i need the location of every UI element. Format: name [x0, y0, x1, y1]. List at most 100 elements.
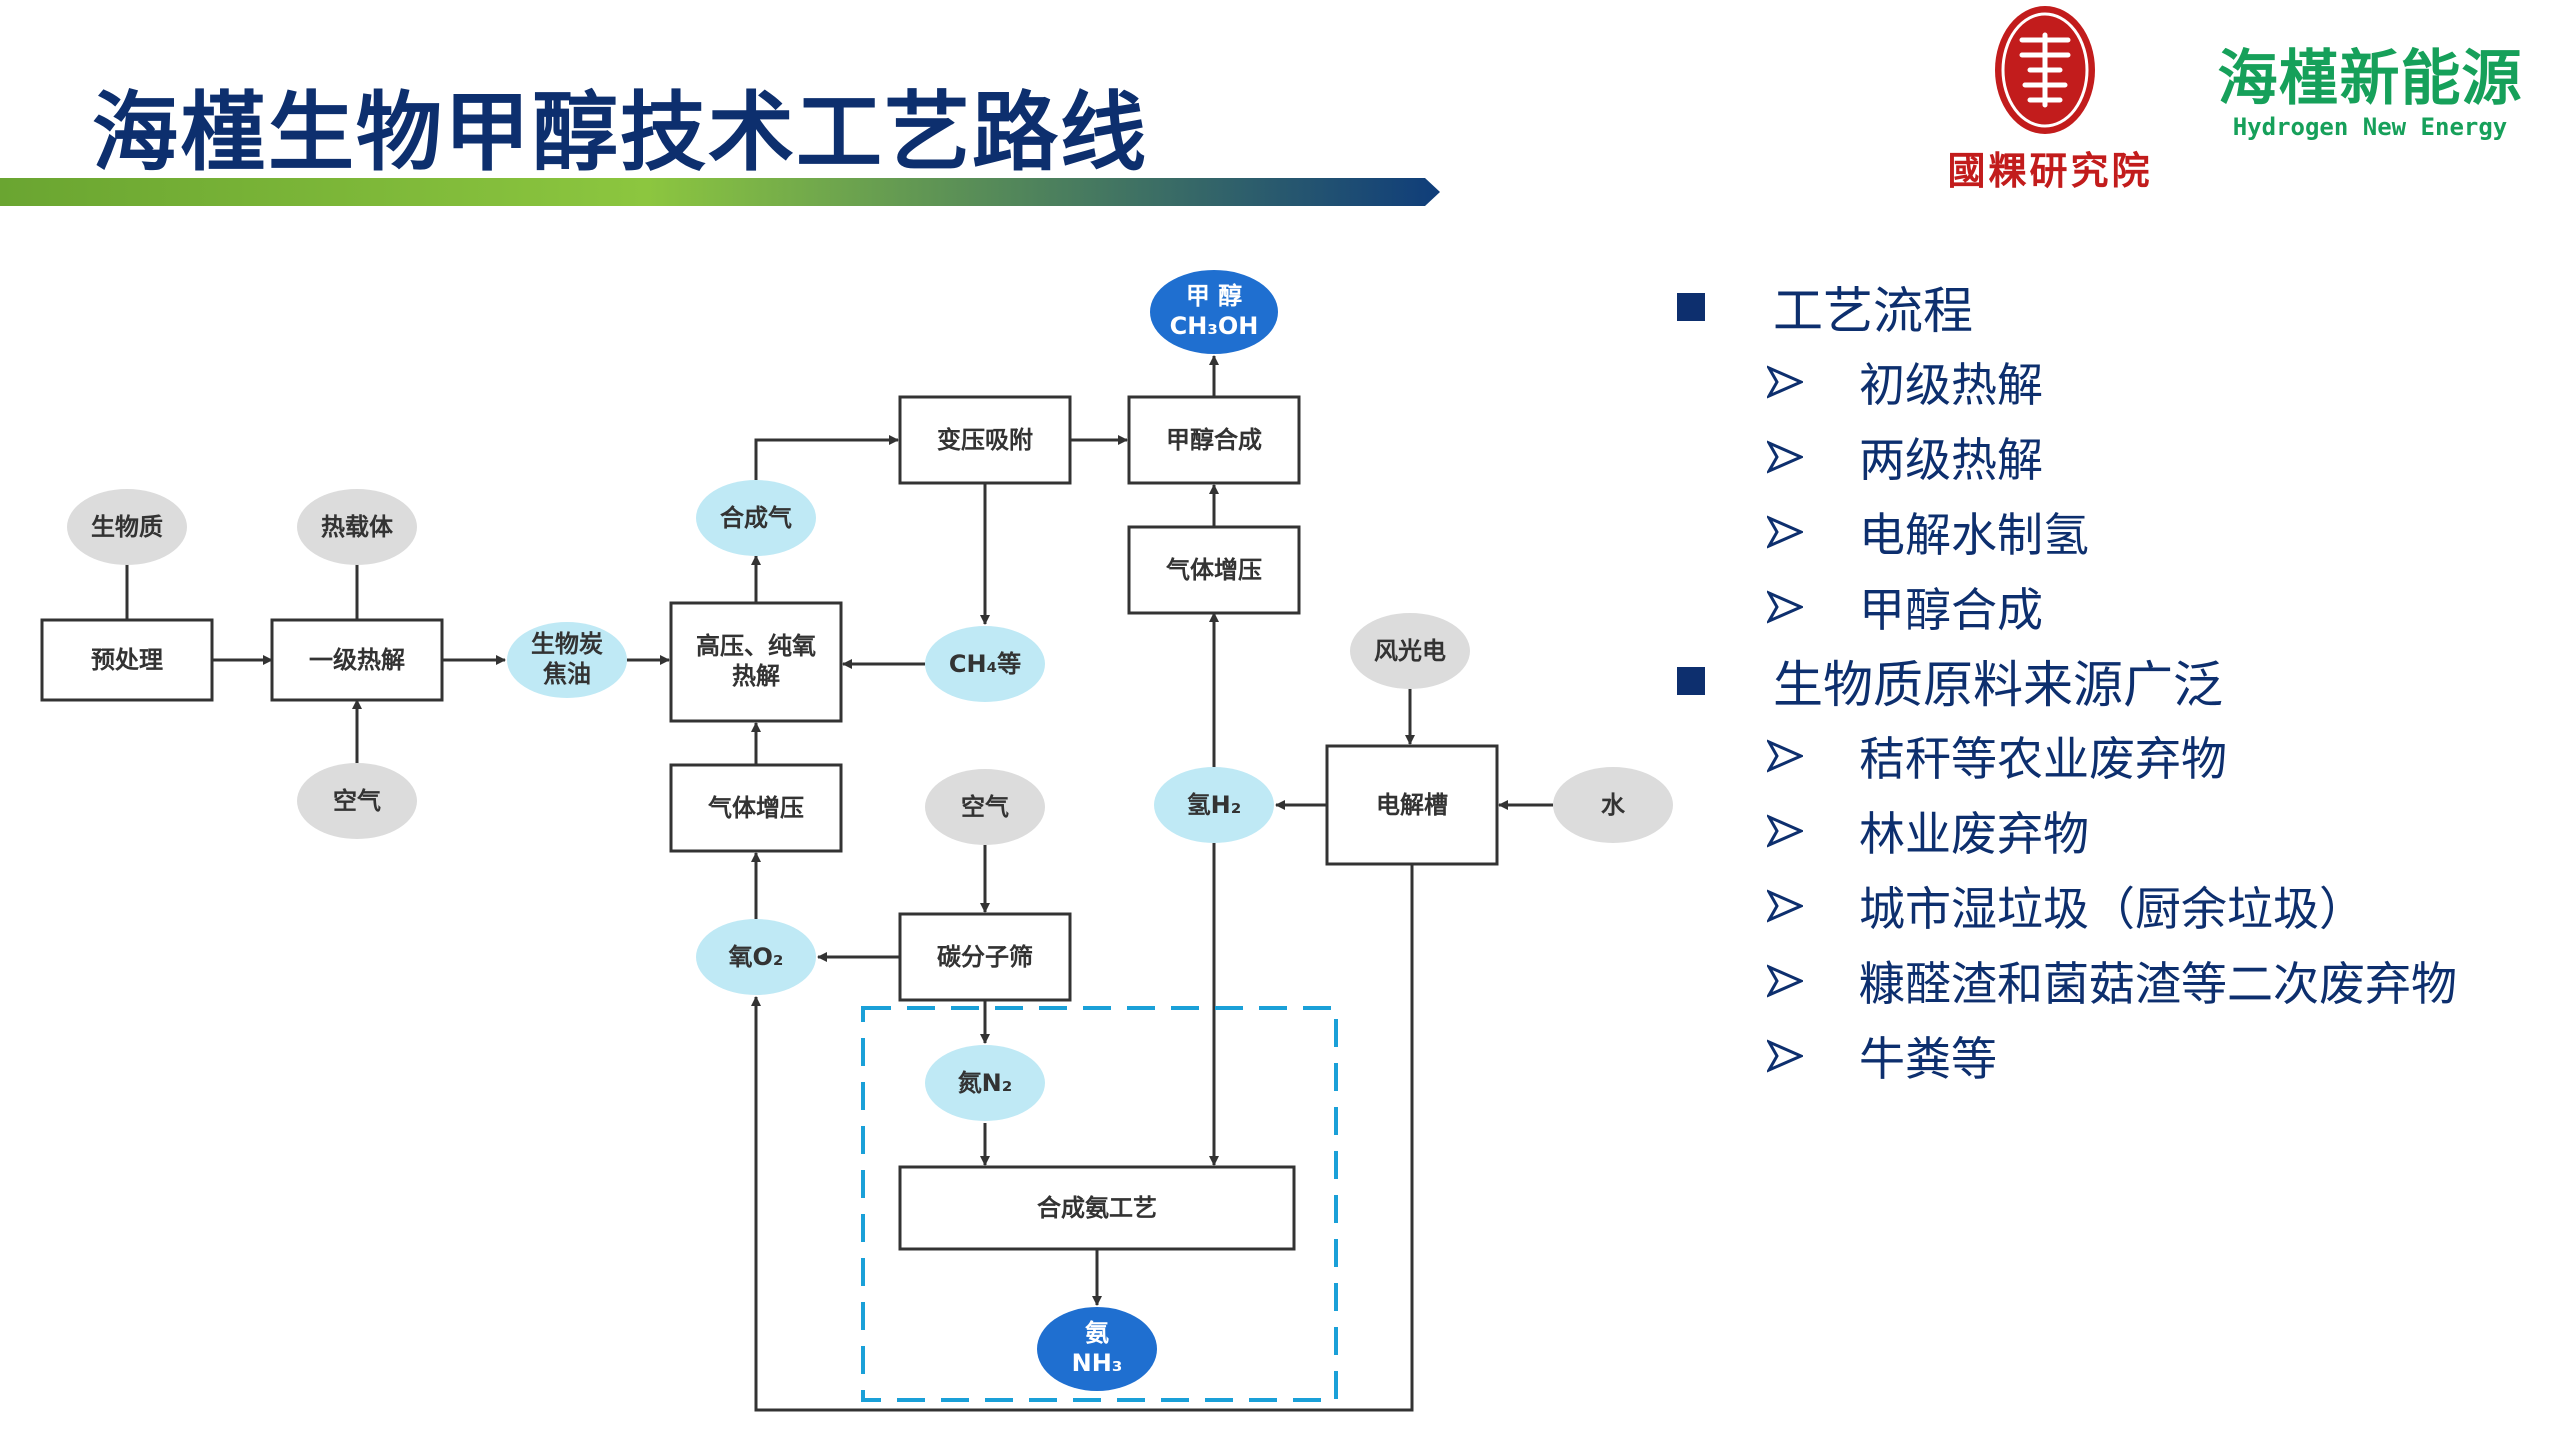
brand-name-cn: 海槿新能源	[2217, 44, 2523, 114]
node-label: 气体增压	[707, 794, 804, 822]
node-label: 生物炭	[531, 630, 603, 658]
node-wind-solar: 风光电	[1350, 613, 1470, 689]
node-label: 氧O₂	[729, 943, 784, 971]
node-shape	[1127, 395, 1301, 485]
node-shape	[1154, 767, 1274, 843]
ammonia-synthesis-group-border	[861, 1006, 1338, 1402]
bullet-list: 工艺流程初级热解两级热解电解水制氢甲醇合成生物质原料来源广泛秸秆等农业废弃物林业…	[1665, 270, 2545, 1093]
node-label: 变压吸附	[937, 426, 1033, 454]
bullet-text: 甲醇合成	[1859, 582, 2043, 637]
flow-arrow	[751, 864, 1414, 1412]
node-label: 合成氨工艺	[1037, 1194, 1157, 1222]
node-shape	[297, 489, 417, 565]
node-water: 水	[1553, 767, 1673, 843]
node-shape	[898, 1165, 1296, 1251]
node-heat-carrier: 热载体	[297, 489, 417, 565]
node-shape	[1553, 767, 1673, 843]
node-shape	[669, 601, 843, 723]
node-shape	[270, 618, 444, 702]
arrowhead-bullet-icon	[1767, 589, 1803, 624]
arrowhead-bullet-icon	[1767, 888, 1803, 923]
node-o2: 氧O₂	[696, 919, 816, 995]
node-comp-r: 气体增压	[1127, 525, 1301, 615]
bullet-text: 城市湿垃圾（厨余垃圾）	[1859, 881, 2365, 936]
node-air1: 空气	[297, 763, 417, 839]
node-syngas: 合成气	[696, 480, 816, 556]
bullet-item: 牛粪等	[1665, 1018, 2545, 1093]
square-bullet-icon	[1677, 667, 1705, 695]
node-cms: 碳分子筛	[898, 912, 1072, 1002]
node-label: 氮N₂	[958, 1069, 1013, 1097]
node-label: NH₃	[1072, 1349, 1123, 1377]
bullet-item: 林业废弃物	[1665, 793, 2545, 868]
node-shape	[297, 763, 417, 839]
node-shape	[898, 912, 1072, 1002]
node-label: 电解槽	[1376, 791, 1448, 819]
node-label: 甲 醇	[1186, 282, 1242, 310]
node-label: 焦油	[543, 660, 591, 688]
bullet-heading: 生物质原料来源广泛	[1665, 644, 2545, 718]
bullet-text: 林业废弃物	[1859, 806, 2089, 861]
node-label: 空气	[333, 787, 381, 815]
node-label: 热载体	[321, 513, 394, 541]
node-label: 氢H₂	[1187, 791, 1242, 819]
bullet-text: 糠醛渣和菌菇渣等二次废弃物	[1859, 956, 2457, 1011]
node-label: CH₃OH	[1170, 312, 1259, 340]
node-shape	[898, 395, 1072, 485]
node-comp-l: 气体增压	[669, 763, 843, 853]
bullet-text: 初级热解	[1859, 357, 2043, 412]
node-meoh-syn: 甲醇合成	[1127, 395, 1301, 485]
node-shape	[925, 1045, 1045, 1121]
node-pyro1: 一级热解	[270, 618, 444, 702]
flow-arrow	[754, 435, 899, 480]
node-label: 气体增压	[1165, 556, 1262, 584]
node-label: CH₄等	[949, 650, 1021, 678]
node-shape	[1037, 1307, 1157, 1391]
node-h2: 氢H₂	[1154, 767, 1274, 843]
arrowhead-bullet-icon	[1767, 813, 1803, 848]
node-nh3-proc: 合成氨工艺	[898, 1165, 1296, 1251]
arrowhead-bullet-icon	[1767, 738, 1803, 773]
node-shape	[1350, 613, 1470, 689]
node-n2: 氮N₂	[925, 1045, 1045, 1121]
node-pretreat: 预处理	[40, 618, 214, 702]
node-psa: 变压吸附	[898, 395, 1072, 485]
bullet-text: 牛粪等	[1859, 1031, 1997, 1086]
arrowhead-bullet-icon	[1767, 364, 1803, 399]
node-air2: 空气	[925, 769, 1045, 845]
node-shape	[925, 626, 1045, 702]
node-shape	[1127, 525, 1301, 615]
node-label: 水	[1601, 791, 1626, 819]
bullet-item: 两级热解	[1665, 419, 2545, 494]
bullet-text: 秸秆等农业废弃物	[1859, 731, 2227, 786]
institute-seal-logo	[1995, 6, 2095, 134]
node-label: 高压、纯氧	[696, 632, 816, 660]
institute-seal-caption: 國粿研究院	[1947, 149, 2153, 193]
brand-logo: 海槿新能源 Hydrogen New Energy	[2215, 30, 2525, 141]
bullet-item: 电解水制氢	[1665, 494, 2545, 569]
arrowhead-bullet-icon	[1767, 963, 1803, 998]
bullet-text: 电解水制氢	[1859, 507, 2089, 562]
node-shape	[1325, 744, 1499, 866]
bullet-item: 甲醇合成	[1665, 569, 2545, 644]
node-shape	[1150, 270, 1278, 354]
brand-name-en: Hydrogen New Energy	[2232, 113, 2508, 141]
node-label: 空气	[961, 793, 1009, 821]
node-label: 风光电	[1374, 637, 1446, 665]
arrowhead-bullet-icon	[1767, 514, 1803, 549]
bullet-text: 生物质原料来源广泛	[1773, 656, 2223, 714]
node-shape	[669, 763, 843, 853]
node-electrolyzer: 电解槽	[1325, 744, 1499, 866]
node-label: 一级热解	[309, 646, 405, 674]
bullet-text: 工艺流程	[1773, 282, 1973, 340]
node-label: 碳分子筛	[937, 943, 1033, 971]
node-label: 甲醇合成	[1166, 426, 1262, 454]
node-shape	[696, 480, 816, 556]
slide-title: 海槿生物甲醇技术工艺路线	[92, 83, 1148, 183]
node-label: 生物质	[91, 513, 163, 541]
node-shape	[40, 618, 214, 702]
